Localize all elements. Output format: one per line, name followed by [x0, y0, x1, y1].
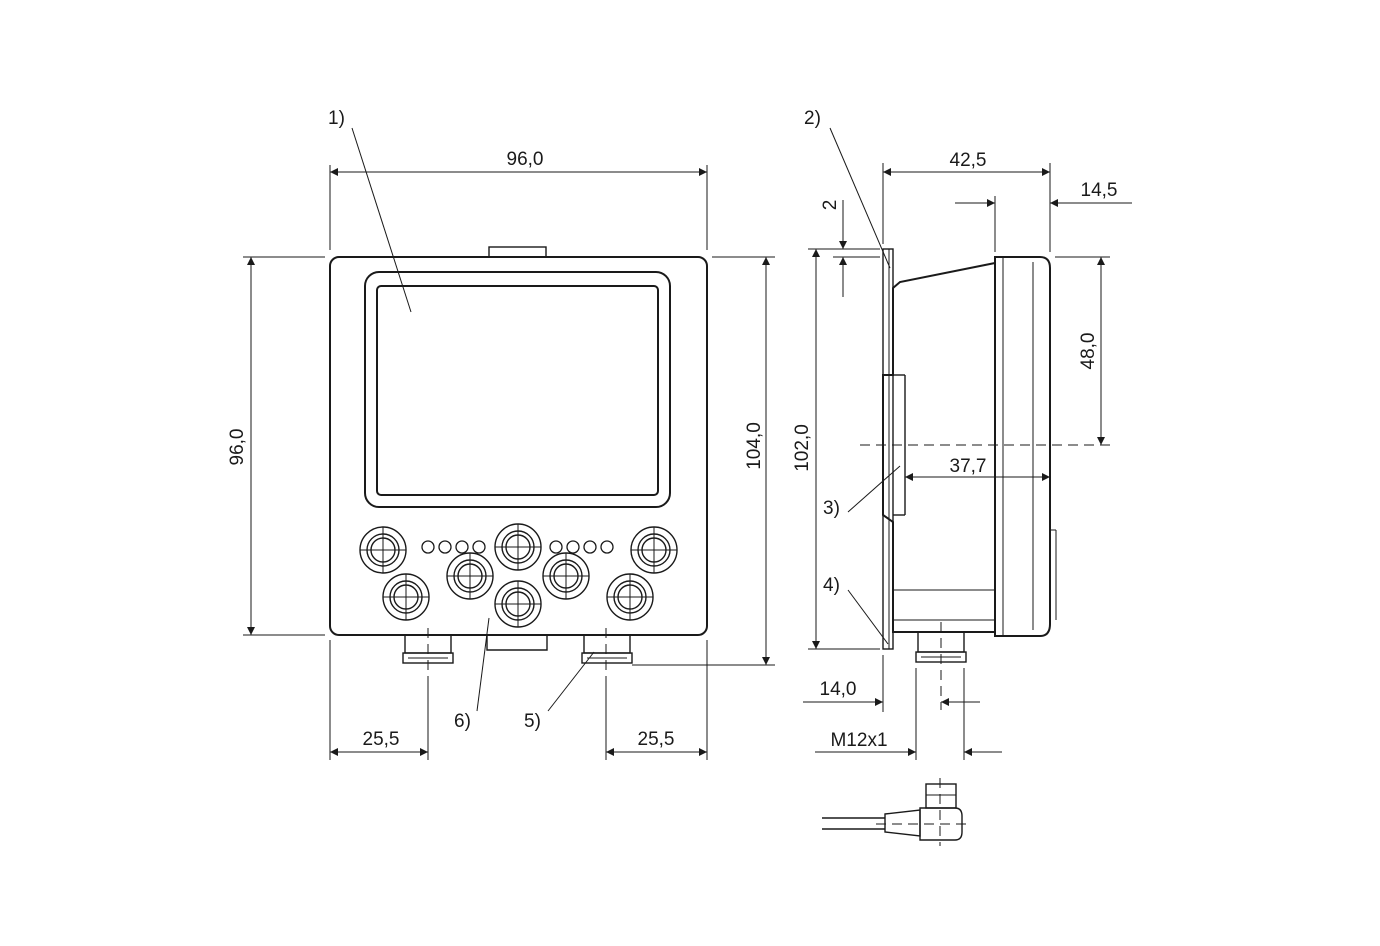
callout-3: 3) — [823, 498, 840, 519]
side-view — [882, 248, 1057, 710]
callout-5: 5) — [524, 711, 541, 732]
callout-1: 1) — [328, 108, 345, 129]
bottom-cable-guide — [486, 635, 548, 651]
side-body — [882, 261, 996, 633]
front-connector-left — [402, 628, 454, 675]
dim-right-connector-offset: 25,5 — [638, 729, 675, 750]
port-knob — [630, 526, 678, 574]
side-dimensions: 42,5 14,5 2 102,0 48,0 37,7 14,0 — [792, 150, 1132, 760]
dim-flange-thickness: 2 — [820, 200, 841, 211]
front-connector-right — [581, 628, 633, 675]
dim-front-height: 96,0 — [227, 429, 248, 466]
mounting-flange — [882, 248, 894, 650]
port-knob — [494, 580, 542, 628]
port-knob — [542, 552, 590, 600]
dim-front-bezel-depth: 14,5 — [1081, 180, 1118, 201]
dim-total-height: 104,0 — [744, 422, 765, 470]
dim-side-depth: 42,5 — [950, 150, 987, 171]
port-knob — [359, 526, 407, 574]
angled-cable-connector — [822, 778, 970, 846]
port-knob — [606, 573, 654, 621]
dim-left-connector-offset: 25,5 — [363, 729, 400, 750]
port-knob — [382, 573, 430, 621]
front-dimensions: 96,0 96,0 104,0 25,5 25,5 — [227, 149, 775, 760]
dim-front-width: 96,0 — [507, 149, 544, 170]
side-front-bezel — [994, 256, 1051, 637]
dim-side-height: 102,0 — [792, 424, 813, 472]
dim-connector-offset: 14,0 — [820, 679, 857, 700]
front-housing — [329, 256, 708, 636]
dim-thread: M12x1 — [830, 730, 887, 751]
callout-4: 4) — [823, 575, 840, 596]
dim-upper-height: 48,0 — [1078, 333, 1099, 370]
display-screen — [376, 285, 659, 496]
top-tab — [488, 246, 547, 258]
dim-body-depth: 37,7 — [950, 456, 987, 477]
callout-6: 6) — [454, 711, 471, 732]
side-callouts: 2) 3) 4) — [804, 108, 901, 645]
front-callouts: 1) 6) 5) — [328, 108, 595, 732]
display-bezel — [364, 271, 671, 508]
led-group-right — [549, 540, 614, 554]
front-view — [329, 246, 708, 675]
port-knob — [446, 552, 494, 600]
port-knob — [494, 523, 542, 571]
side-connector — [915, 622, 967, 710]
callout-2: 2) — [804, 108, 821, 129]
led-group-left — [421, 540, 486, 554]
